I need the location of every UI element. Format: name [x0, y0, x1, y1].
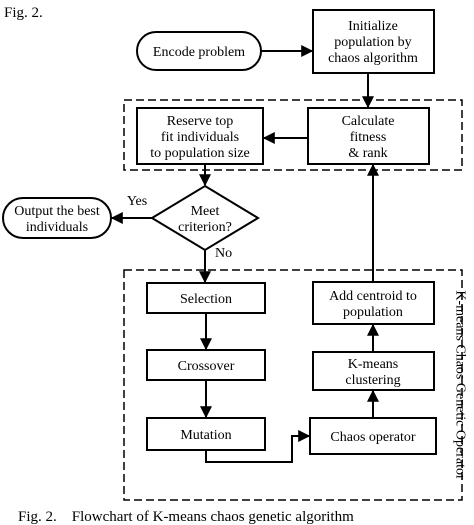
- encode-line-0: Encode problem: [153, 45, 245, 60]
- node-selection: Selection: [146, 282, 266, 314]
- calculate-line-0: Calculate: [342, 114, 395, 129]
- initialize-line-2: chaos algorithm: [328, 51, 418, 66]
- edge-label-yes: Yes: [127, 194, 147, 209]
- decision-line-0: Meet: [191, 204, 220, 219]
- reserve-line-2: to population size: [150, 146, 250, 161]
- kmeans-line-1: clustering: [345, 373, 400, 388]
- kmeans-line-0: K-means: [348, 357, 399, 372]
- node-crossover: Crossover: [146, 349, 266, 381]
- operator-group-box: [123, 269, 463, 501]
- node-encode-text: Encode problem: [153, 45, 245, 60]
- chaos-line-0: Chaos operator: [330, 430, 415, 445]
- calculate-line-1: fitness: [350, 130, 387, 145]
- reserve-line-1: fit individuals: [161, 130, 239, 145]
- node-chaos-operator: Chaos operator: [309, 417, 437, 455]
- initialize-line-0: Initialize: [348, 19, 398, 34]
- reserve-line-0: Reserve top: [167, 114, 233, 129]
- node-mutation: Mutation: [146, 417, 266, 451]
- addcentroid-line-0: Add centroid to: [329, 289, 417, 304]
- output-line-0: Output the best: [14, 204, 100, 219]
- fitness-group-box: [123, 99, 463, 171]
- figure-label: Fig. 2.: [4, 5, 43, 21]
- operator-group-label: K-means Chaos Genetic Operator: [453, 290, 468, 480]
- decision-line-1: criterion?: [178, 220, 232, 235]
- node-selection-text: Selection: [180, 292, 232, 307]
- node-crossover-text: Crossover: [178, 359, 235, 374]
- edge-mutation-to-chaos: [205, 430, 311, 463]
- selection-line-0: Selection: [180, 292, 232, 307]
- figure-caption: Fig. 2. Flowchart of K-means chaos genet…: [18, 509, 354, 525]
- addcentroid-line-1: population: [343, 305, 403, 320]
- crossover-line-0: Crossover: [178, 359, 235, 374]
- node-encode-problem: Encode problem: [136, 31, 262, 71]
- calculate-line-2: & rank: [348, 146, 387, 161]
- node-chaos-text: Chaos operator: [330, 430, 415, 445]
- output-line-1: individuals: [26, 220, 88, 235]
- edge-label-no: No: [215, 246, 232, 261]
- initialize-line-1: population by: [334, 35, 411, 50]
- node-mutation-text: Mutation: [180, 428, 231, 443]
- mutation-line-0: Mutation: [180, 428, 231, 443]
